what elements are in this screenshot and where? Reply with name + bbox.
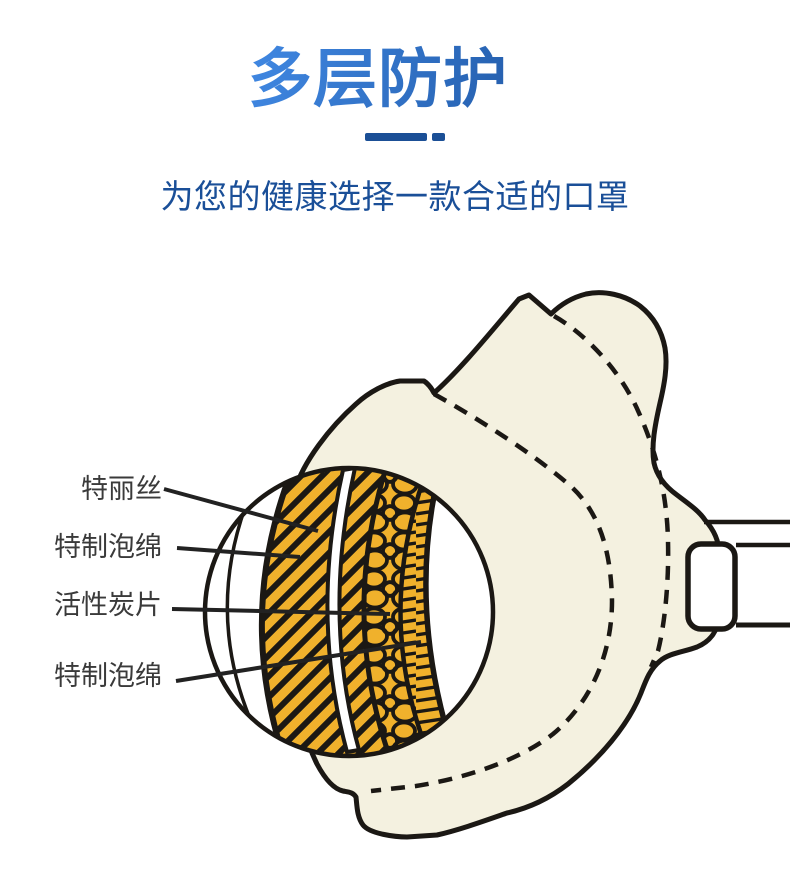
arc-foam-left-boundary xyxy=(258,470,299,754)
leader-line-carbon xyxy=(171,607,391,616)
layer-label-foam-2: 特制泡绵 xyxy=(54,661,162,691)
title-divider xyxy=(365,133,445,141)
seam-dashed-inner xyxy=(370,392,615,794)
arc-carbon-right-boundary xyxy=(398,477,429,749)
layer-label-carbon: 活性炭片 xyxy=(54,590,162,620)
layer-carbon-pebbles xyxy=(364,470,426,754)
divider-long-dash xyxy=(365,133,427,141)
layer-white-strip xyxy=(325,470,362,754)
page-subtitle: 为您的健康选择一款合适的口罩 xyxy=(160,178,630,215)
leader-line-foam-2 xyxy=(175,640,422,683)
arc-outer-shell-line xyxy=(225,504,256,729)
leader-line-telisi xyxy=(163,487,319,533)
layer-radial-hatch xyxy=(400,470,460,754)
cutaway-circle-ring xyxy=(202,465,496,759)
page-title: 多层防护 xyxy=(0,28,756,120)
layer-label-telisi: 特丽丝 xyxy=(81,474,162,504)
seam-dashed-outer xyxy=(552,314,671,668)
strap-buckle-slot xyxy=(685,541,738,632)
layer-label-foam-1: 特制泡绵 xyxy=(54,532,162,562)
leader-line-foam-1 xyxy=(176,546,301,559)
divider-short-dash xyxy=(432,133,445,141)
